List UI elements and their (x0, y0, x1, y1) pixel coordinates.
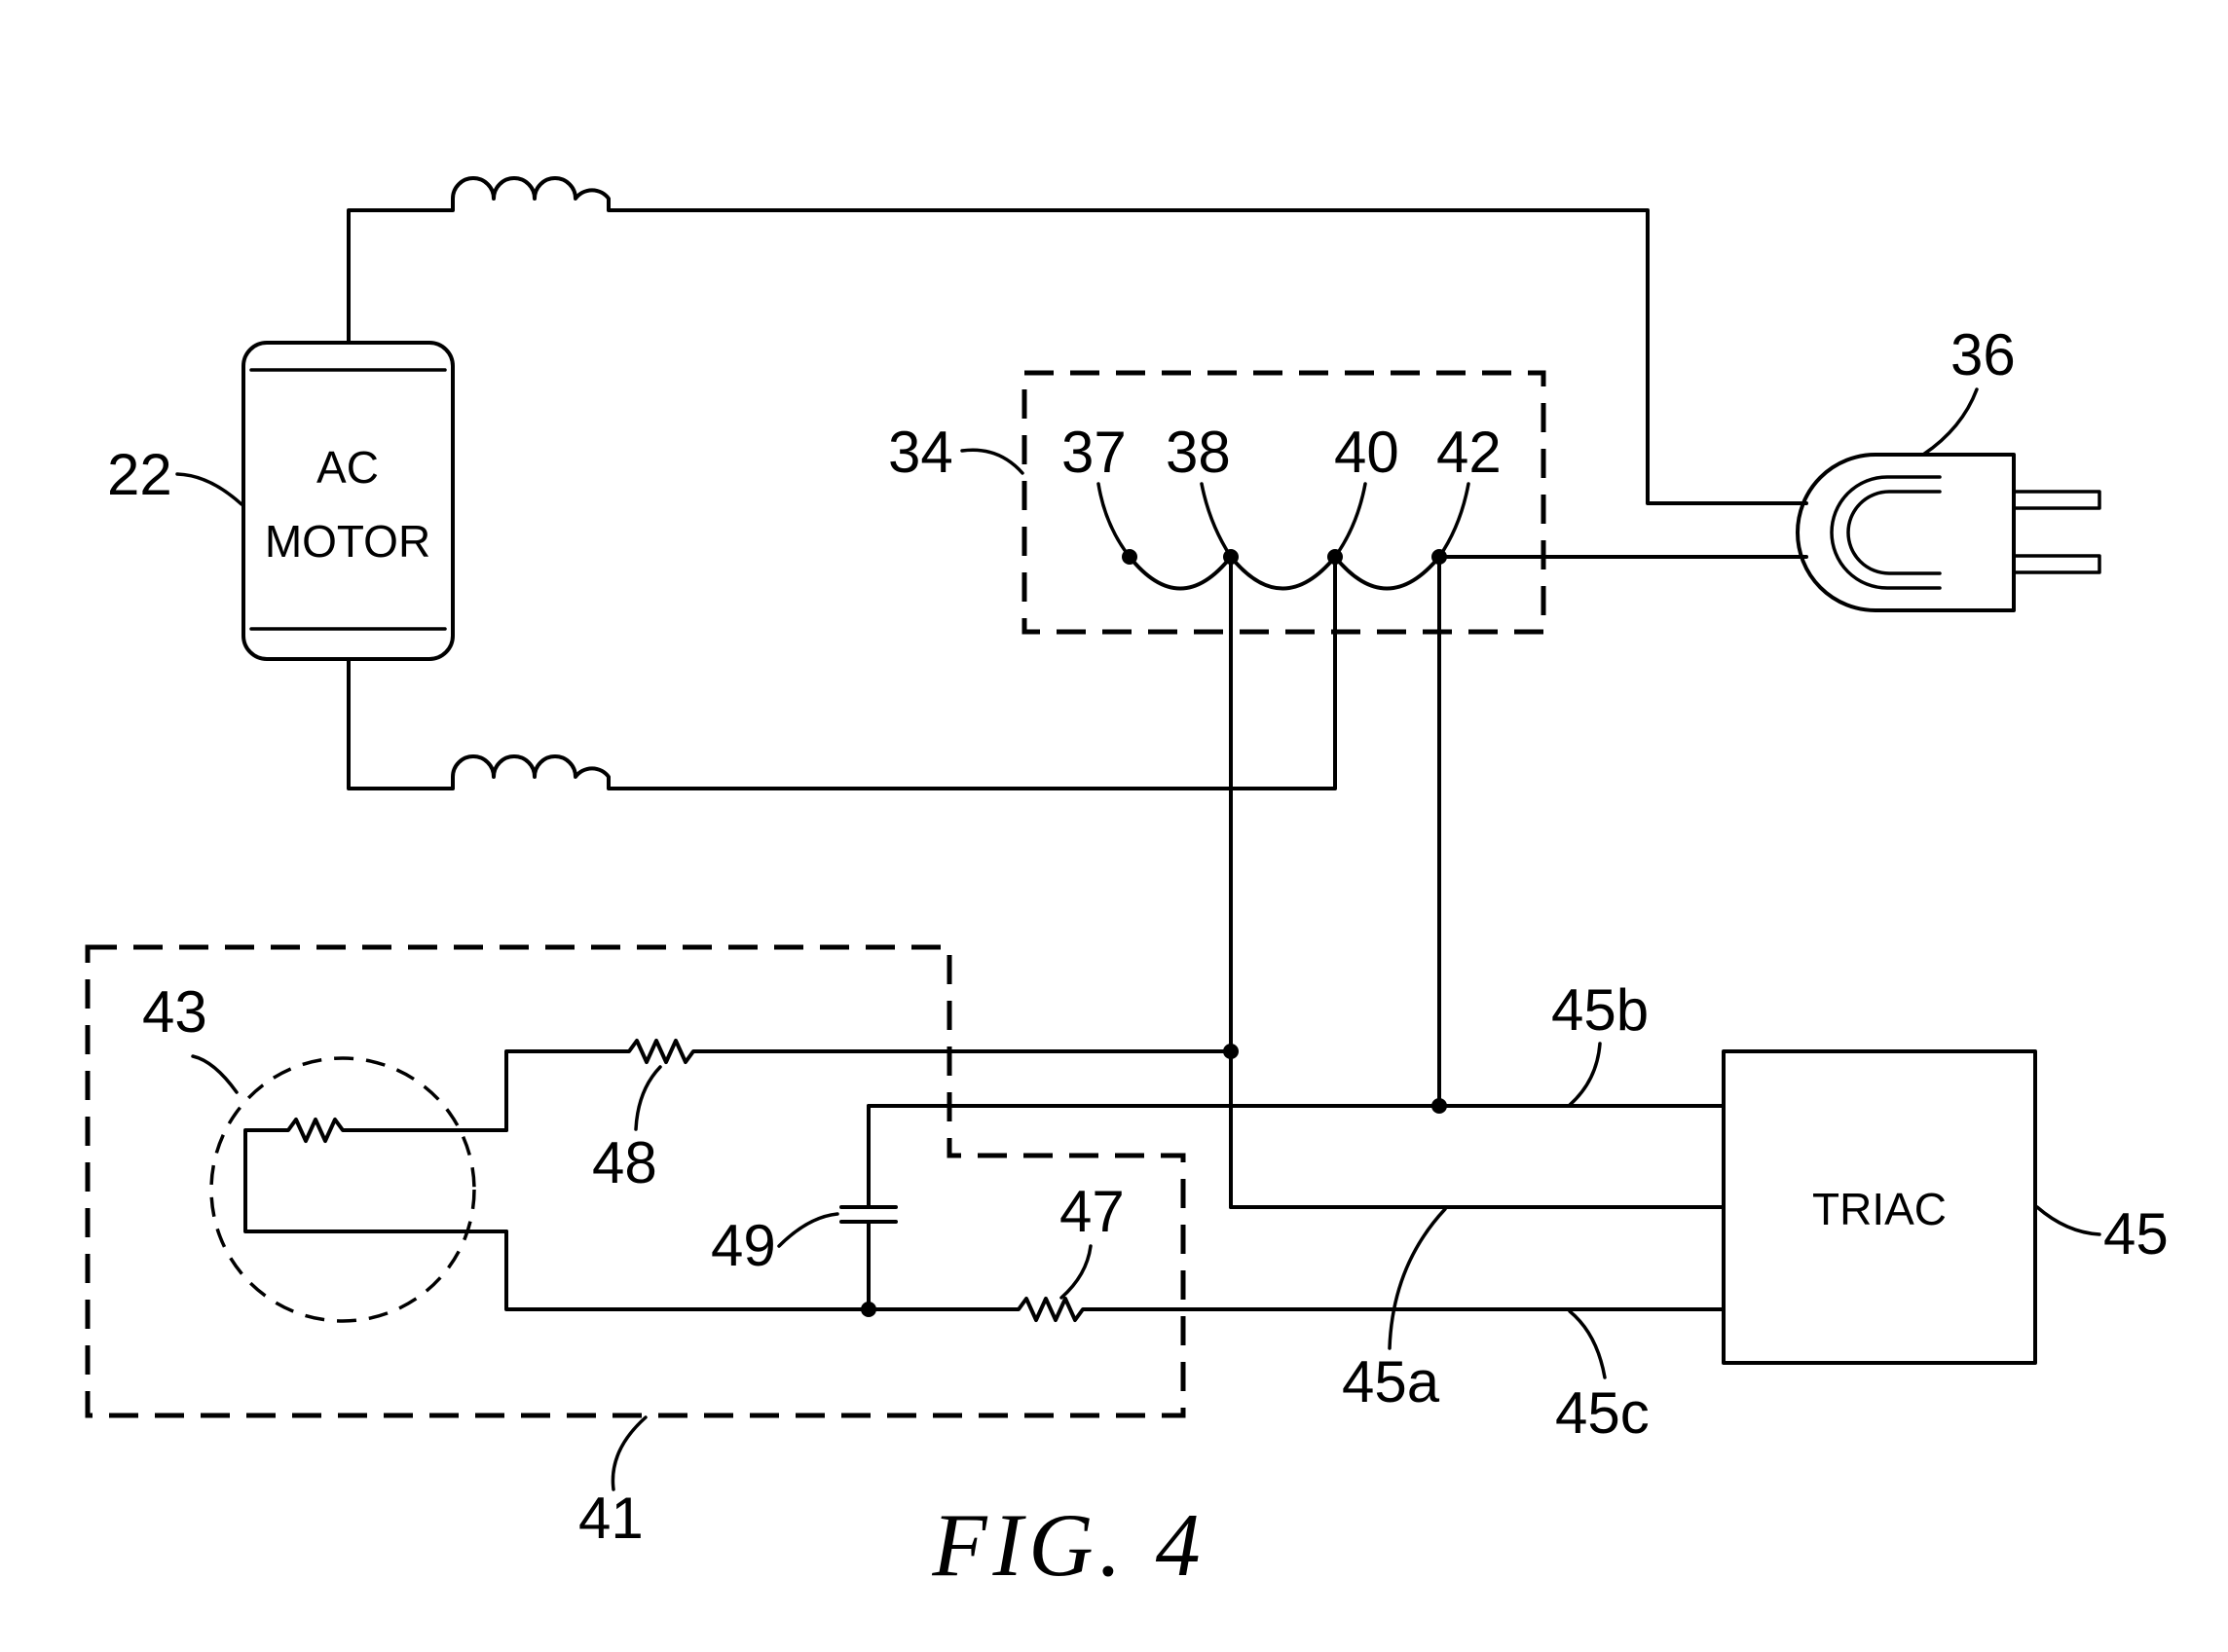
sensor-ref-label: 43 (142, 979, 207, 1045)
sensor-element (243, 1118, 508, 1233)
resistor-48-label: 48 (592, 1130, 657, 1195)
contact-42-leader (1437, 482, 1470, 559)
plug-ref-label: 36 (1950, 322, 2016, 387)
figure-caption: FIG. 4 (931, 1495, 1206, 1595)
plug-prong-bottom (2012, 554, 2101, 574)
contact-37-label: 37 (1061, 420, 1127, 485)
bottom-sensor-path (504, 1230, 1726, 1322)
resistor-47-leader (1059, 1244, 1093, 1300)
motor-label-line1: AC (316, 442, 379, 493)
switch-leader-line (960, 448, 1024, 475)
triac-box (1722, 1049, 2037, 1365)
terminal-45a-label: 45a (1342, 1349, 1440, 1414)
top-inductor-wire (347, 176, 1808, 505)
terminal-45b-label: 45b (1551, 977, 1649, 1043)
bottom-inductor-wire (347, 557, 1337, 790)
ac-motor: AC MOTOR (241, 341, 455, 661)
sensor-leader (191, 1054, 239, 1094)
sensor-module-ref-label: 41 (578, 1486, 644, 1551)
switch-box (1021, 370, 1546, 635)
sensor-module-leader (611, 1415, 648, 1491)
contact-38-label: 38 (1166, 420, 1231, 485)
terminal-45c-label: 45c (1555, 1380, 1650, 1446)
terminal-45c-leader (1568, 1309, 1607, 1379)
contact-42-label: 42 (1436, 420, 1502, 485)
terminal-45a-leader (1388, 1207, 1447, 1350)
switch-arcs (1128, 555, 1441, 591)
contact-40-label: 40 (1334, 420, 1399, 485)
sensor-circle (209, 1056, 476, 1323)
motor-ref-label: 22 (107, 442, 172, 507)
motor-label-line2: MOTOR (265, 516, 430, 567)
contact-40-node (1327, 549, 1343, 565)
top-sensor-path (504, 1039, 1233, 1132)
resistor-48-leader (634, 1065, 662, 1131)
triac-label: TRIAC (1812, 1184, 1947, 1234)
node-42-junction (1431, 1098, 1447, 1114)
sensor-module-box (85, 944, 1186, 1418)
resistor-47-label: 47 (1059, 1179, 1125, 1244)
capacitor-49 (839, 1104, 1726, 1311)
capacitor-49-label: 49 (711, 1213, 776, 1278)
motor-leader-line (175, 472, 243, 506)
contact-40-leader (1333, 482, 1367, 559)
contact-38-leader (1200, 482, 1233, 559)
terminal-45b-leader (1568, 1042, 1602, 1107)
plug-leader-line (1921, 387, 1979, 457)
line-45a (1229, 1049, 1726, 1209)
plug (1796, 453, 2101, 612)
contact-37-node (1122, 549, 1137, 565)
capacitor-49-leader (777, 1212, 839, 1248)
triac-leader (2035, 1205, 2101, 1236)
plug-prong-top (2012, 490, 2101, 510)
contact-37-leader (1096, 482, 1132, 559)
switch-ref-label: 34 (888, 420, 953, 485)
triac-ref-label: 45 (2103, 1201, 2169, 1267)
